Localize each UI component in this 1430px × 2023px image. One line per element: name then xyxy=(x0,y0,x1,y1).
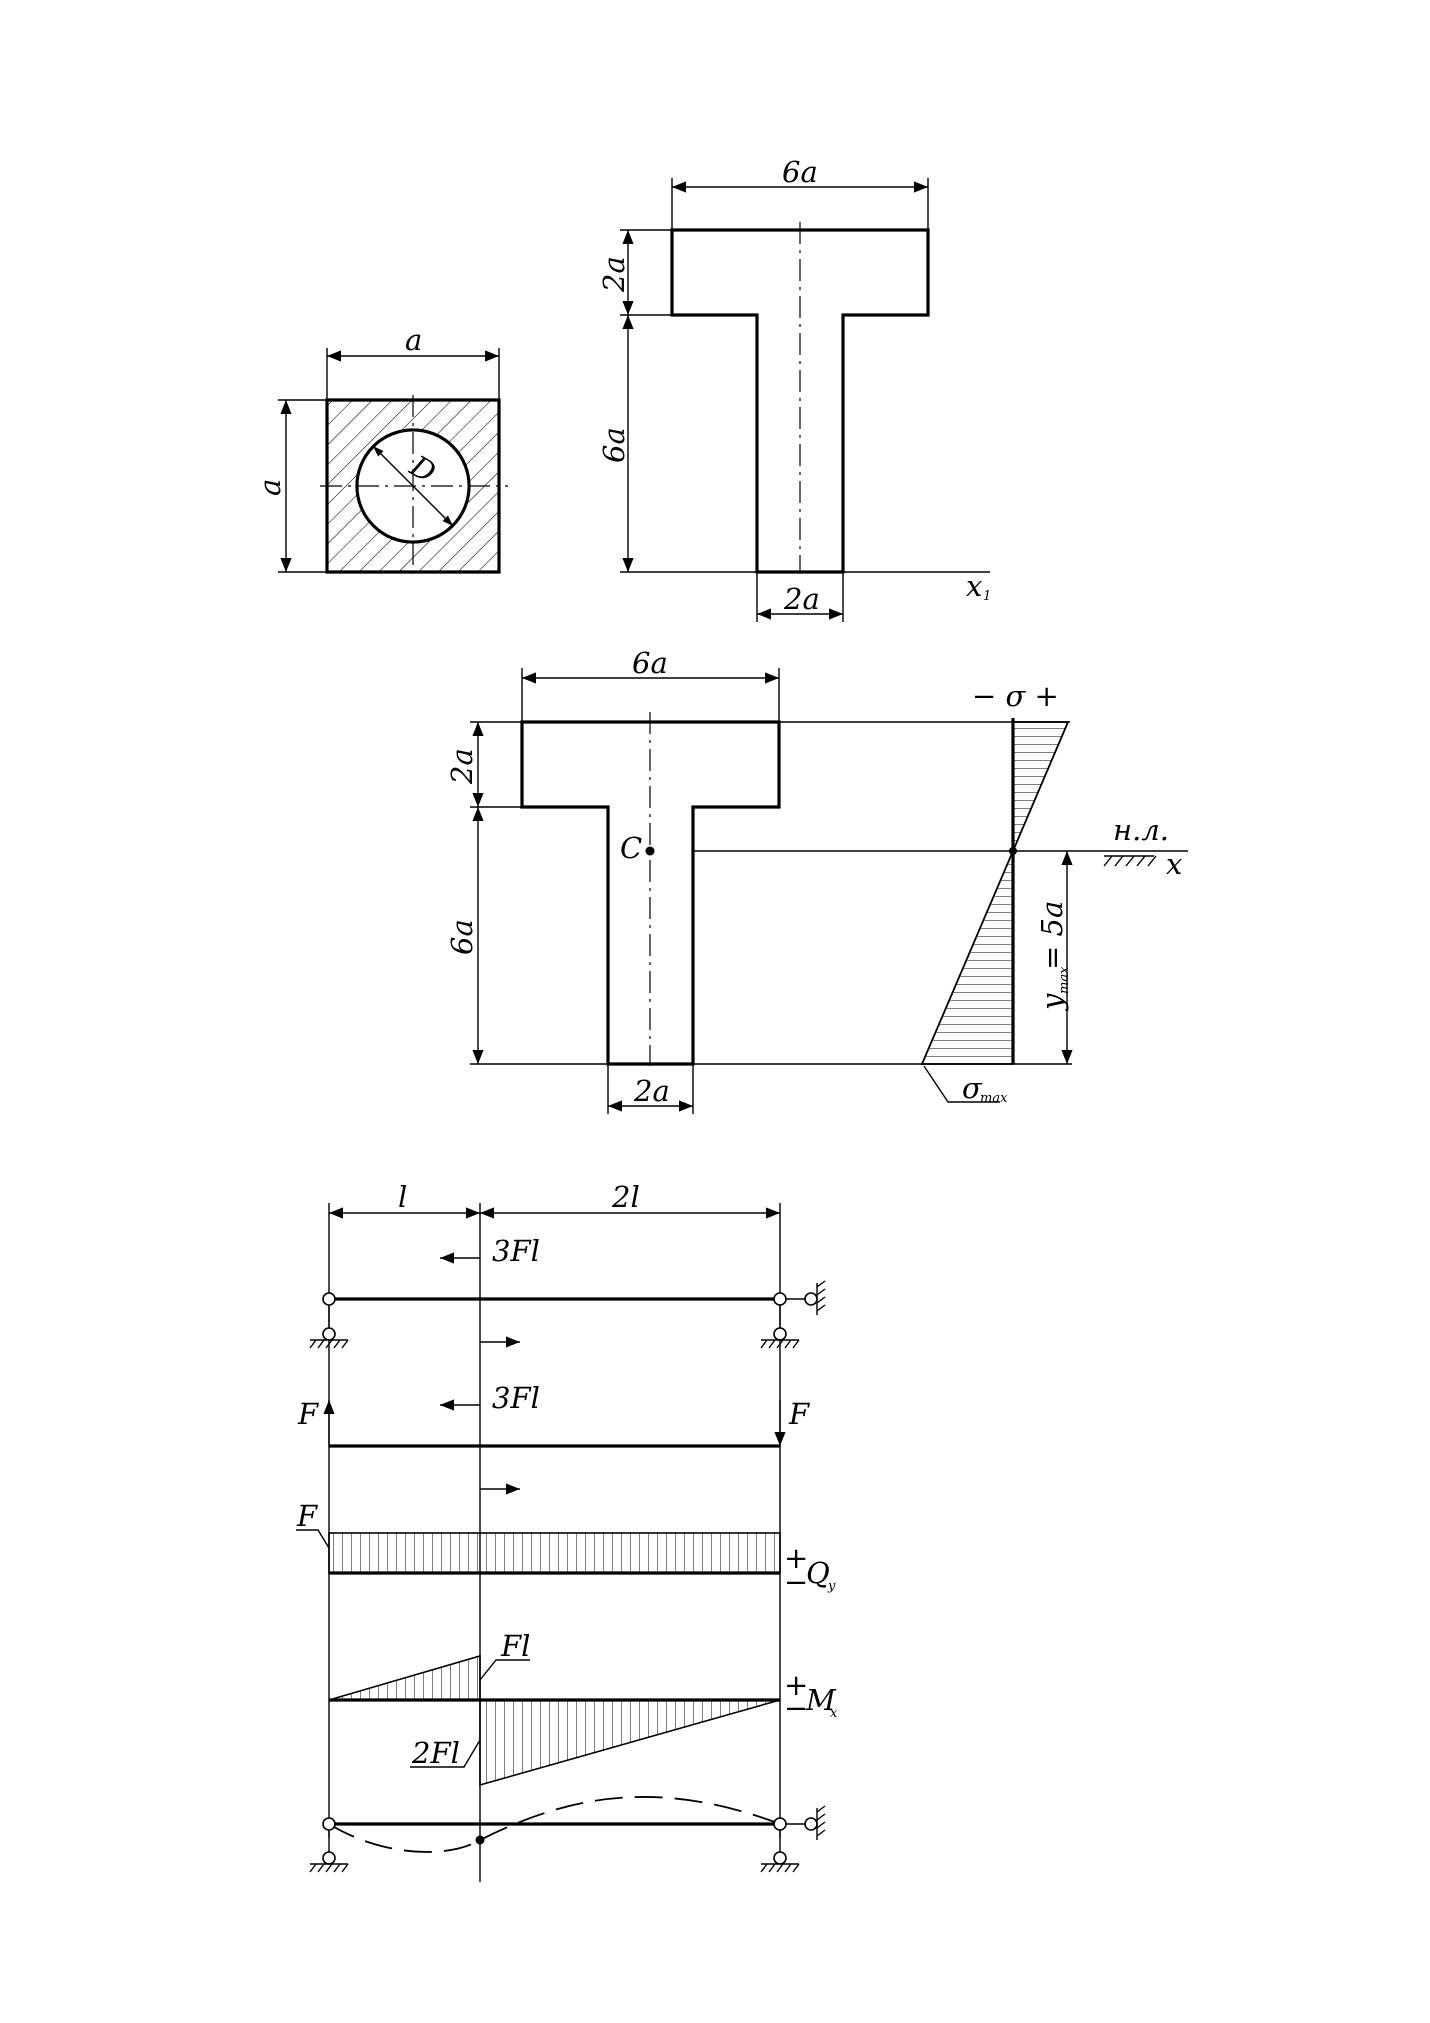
sigma-max-subscript: max xyxy=(980,1091,1008,1106)
tee-stress-web-height-label: 6a xyxy=(445,919,479,955)
shear-plus-sign: + xyxy=(784,1541,808,1575)
span-right-label: 2l xyxy=(611,1180,640,1214)
moment-negative-area xyxy=(479,1699,781,1787)
tee-stress-web-width-label: 2a xyxy=(633,1074,670,1108)
neutral-line-hatch xyxy=(1103,855,1157,867)
neutral-line-label: н.л. xyxy=(1113,813,1169,847)
shear-minus-sign: − xyxy=(784,1565,808,1599)
moment-pos-value: Fl xyxy=(500,1629,530,1663)
right-support xyxy=(760,1280,826,1349)
centroid-label: C xyxy=(620,831,642,865)
free-body-diagram: F F 3Fl xyxy=(297,1381,810,1495)
span-left-label: l xyxy=(398,1180,407,1214)
moment-neg-value: 2Fl xyxy=(411,1736,460,1770)
x1-axis-subscript: 1 xyxy=(983,589,991,604)
tee-top-flange-width-label: 6a xyxy=(782,155,818,189)
shear-value-leader xyxy=(296,1529,330,1549)
deflection-right-support xyxy=(760,1805,826,1873)
square-section: a a D xyxy=(253,323,508,578)
reaction-left-label: F xyxy=(297,1397,319,1431)
moment-neg-leader xyxy=(410,1739,481,1768)
tee-stress-flange-height-label: 2a xyxy=(445,748,479,785)
shear-subscript: y xyxy=(827,1579,836,1594)
moment-plus-sign: + xyxy=(784,1668,808,1702)
moment-minus-sign: − xyxy=(784,1691,808,1725)
x1-axis-label: x xyxy=(966,569,982,603)
moment-load-label: 3Fl xyxy=(492,1234,540,1268)
elastic-curve xyxy=(328,1796,781,1853)
square-height-label: a xyxy=(253,479,287,496)
moment-subscript: x xyxy=(830,1706,838,1721)
tee-stress-flange-width-label: 6a xyxy=(632,646,668,680)
deflection-left-support xyxy=(309,1817,349,1873)
compression-stress-triangle xyxy=(920,850,1014,1065)
shear-area xyxy=(328,1532,781,1574)
reaction-right-label: F xyxy=(788,1397,810,1431)
left-pin-support xyxy=(309,1292,349,1349)
ymax-subscript: max xyxy=(1057,966,1072,994)
beam-diagrams: l 2l 3Fl xyxy=(296,1180,838,1882)
elastic-curve-point xyxy=(475,1835,485,1845)
tee-top-web-width-label: 2a xyxy=(783,582,820,616)
tee-top-flange-height-label: 2a xyxy=(597,256,631,293)
x-axis-label: x xyxy=(1166,847,1182,881)
moment-diagram: Fl 2Fl + − M x xyxy=(328,1629,838,1787)
centroid-point xyxy=(645,846,655,856)
sigma-max-leader xyxy=(923,1065,1000,1103)
ymax-label: y xyxy=(1035,993,1069,1012)
sigma-max-label: σ xyxy=(962,1071,983,1105)
tee-section-stress: 6a 2a 6a 2a C − σ + н.л. xyxy=(445,646,1188,1114)
loaded-beam: 3Fl xyxy=(309,1234,826,1349)
moment-label: M xyxy=(805,1683,837,1717)
shear-label: Q xyxy=(806,1556,830,1590)
stress-sign-label: − σ + xyxy=(972,679,1059,713)
deflected-shape xyxy=(309,1796,826,1873)
tee-section-top: 6a 2a 6a x 1 2a xyxy=(597,155,991,622)
shear-value-label: F xyxy=(296,1499,318,1533)
shear-diagram: F + − Q y xyxy=(296,1499,836,1599)
moment-pos-leader xyxy=(479,1659,530,1681)
tension-stress-triangle xyxy=(1012,721,1070,852)
moment-positive-area xyxy=(328,1654,481,1701)
stress-zero-point xyxy=(1009,847,1017,855)
tee-top-web-height-label: 6a xyxy=(597,427,631,463)
fbd-moment-load-label: 3Fl xyxy=(492,1381,540,1415)
diameter-dimension xyxy=(372,445,454,527)
ymax-value: = 5a xyxy=(1035,901,1069,970)
square-width-label: a xyxy=(405,323,422,357)
